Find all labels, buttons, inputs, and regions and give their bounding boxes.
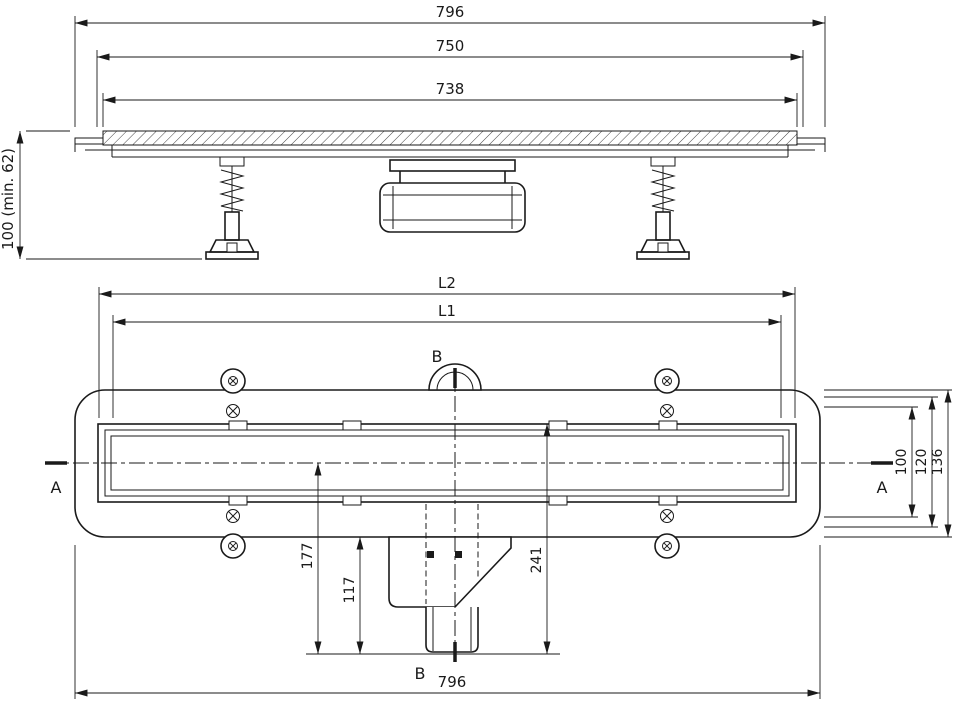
mounting-ear-bottom-left — [220, 509, 246, 559]
mounting-ear-bottom-right — [654, 509, 680, 559]
plan-dim-241-label: 241 — [529, 547, 545, 574]
side-dim-796-label: 796 — [436, 3, 465, 21]
section-b-top-label: B — [432, 347, 443, 366]
screw-icon — [228, 541, 238, 551]
fixing-screw-icon — [455, 551, 462, 558]
plan-dim-l2-label: L2 — [438, 274, 456, 292]
screw-icon — [228, 376, 238, 386]
side-dim-738-label: 738 — [436, 80, 465, 98]
plan-dim-796-label: 796 — [438, 673, 467, 691]
outlet-box — [388, 536, 512, 608]
spring-left — [219, 169, 245, 212]
side-view-foot-right — [636, 156, 690, 260]
side-view-channel-body — [74, 130, 826, 158]
section-a-left-label: A — [51, 478, 62, 497]
plan-view: A A B B L2 L1 100 12 — [45, 274, 952, 699]
plan-centerlines: A A B B — [45, 347, 893, 683]
outlet-spigot — [425, 607, 479, 653]
side-view-dimensions: 796 750 738 100 (min. 62) — [0, 3, 826, 260]
plan-body — [74, 363, 821, 538]
grate-hatch — [102, 130, 798, 146]
plan-outlet — [388, 504, 512, 653]
section-a-right-label: A — [877, 478, 888, 497]
side-dim-height-label: 100 (min. 62) — [0, 148, 17, 250]
plan-dim-120-label: 120 — [914, 449, 930, 476]
plan-dimensions: L2 L1 100 120 136 177 117 — [74, 274, 952, 699]
plan-dim-100-label: 100 — [894, 449, 910, 476]
section-b-bottom-label: B — [415, 664, 426, 683]
plan-dim-117-label: 117 — [342, 577, 358, 604]
screw-icon — [662, 541, 672, 551]
plan-dim-l1-label: L1 — [438, 302, 456, 320]
side-view-foot-left — [205, 156, 259, 260]
side-view: 796 750 738 100 (min. 62) — [0, 3, 826, 260]
screw-icon — [662, 376, 672, 386]
mounting-ear-top-right — [654, 368, 680, 418]
plan-dim-136-label: 136 — [930, 449, 946, 476]
mounting-ear-top-left — [220, 368, 246, 418]
side-view-trap — [379, 159, 526, 233]
spring-right — [650, 169, 676, 212]
plan-dim-177-label: 177 — [300, 543, 316, 570]
side-dim-750-label: 750 — [436, 37, 465, 55]
fixing-screw-icon — [427, 551, 434, 558]
